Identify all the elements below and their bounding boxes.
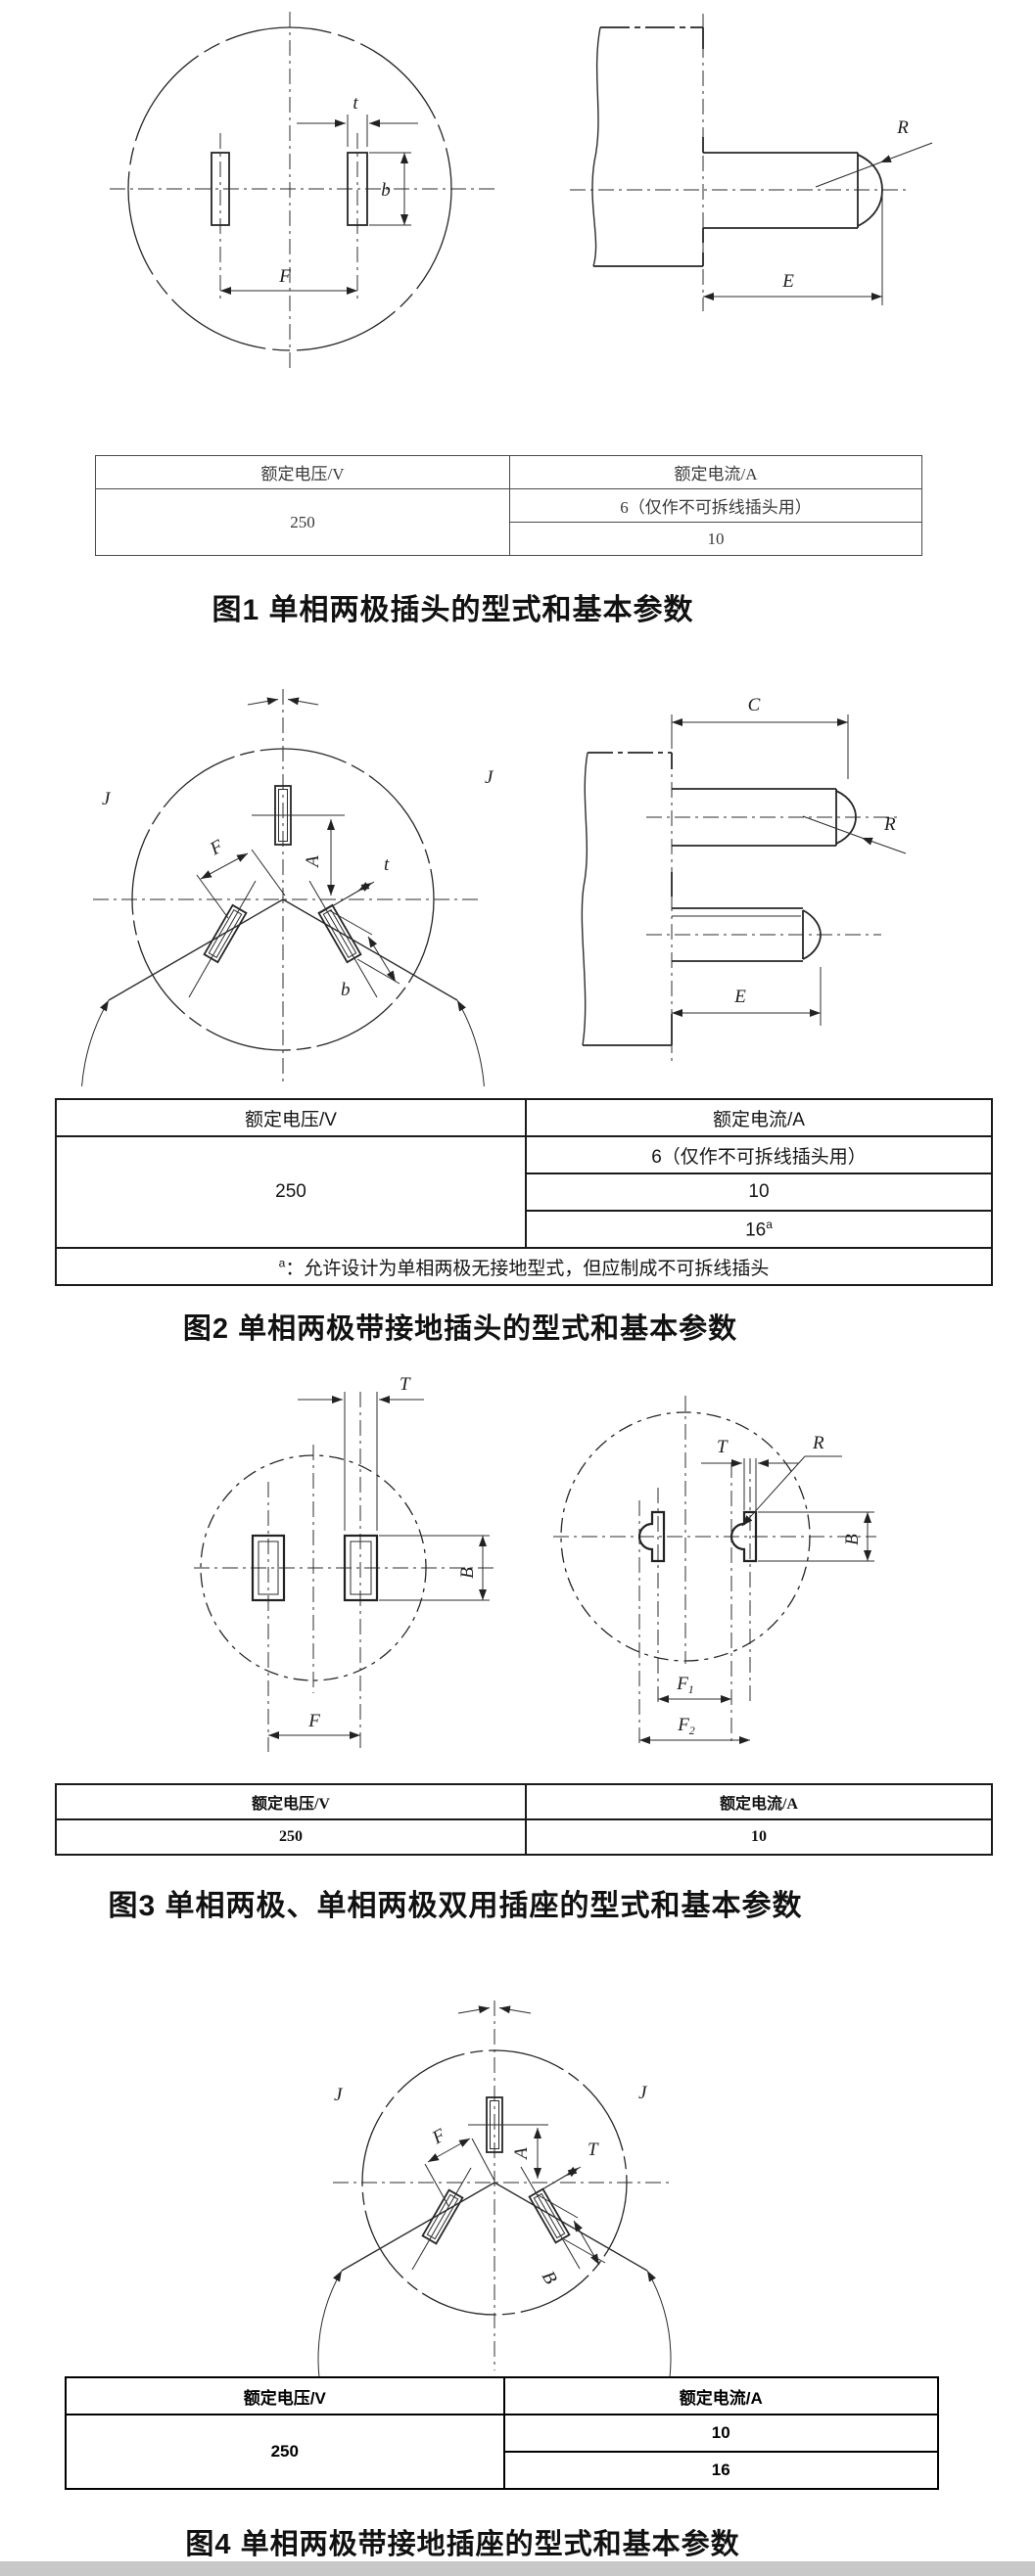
- dim-label-T: T: [400, 1374, 411, 1395]
- dim-label-E: E: [733, 987, 746, 1007]
- col-header-voltage: 额定电压/V: [65, 2376, 505, 2415]
- dim-label-J: J: [334, 2085, 344, 2105]
- current-value: 10: [509, 522, 922, 556]
- dim-label-F1: F1: [676, 1674, 694, 1696]
- dim-label-F: F: [278, 266, 291, 287]
- dim-label-R: R: [812, 1433, 824, 1453]
- figure1-drawing: t b F R E: [110, 12, 933, 372]
- dim-label-T: T: [717, 1437, 729, 1457]
- voltage-value: 250: [95, 488, 510, 556]
- dim-label-J: J: [485, 767, 494, 788]
- figure2-table: 额定电压/V 额定电流/A 250 6（仅作不可拆线插头用） 10 16a a：…: [55, 1098, 993, 1286]
- current-value: 10: [502, 2414, 939, 2453]
- dim-label-J: J: [102, 789, 112, 809]
- fig1-side-view: R E: [570, 14, 933, 311]
- dim-label-R: R: [896, 117, 909, 138]
- current-value: 6（仅作不可拆线插头用）: [525, 1135, 993, 1174]
- dim-label-A: A: [511, 2147, 532, 2161]
- fig2-side-view: C R E: [581, 695, 907, 1063]
- fig4-front-view: J J A F: [317, 2001, 672, 2376]
- fig3-left-view: T B F: [194, 1374, 497, 1752]
- figure3-drawing: T B F T R: [194, 1374, 876, 1752]
- dim-label-C: C: [748, 695, 761, 715]
- dim-label-A: A: [303, 855, 323, 869]
- dim-label-B: B: [538, 2268, 561, 2288]
- voltage-value: 250: [55, 1818, 527, 1856]
- col-header-current: 额定电流/A: [525, 1098, 993, 1137]
- col-header-voltage: 额定电压/V: [55, 1783, 527, 1820]
- fig2-front-view: J J A F: [81, 689, 494, 1086]
- dim-label-b: b: [381, 180, 391, 201]
- dim-label-F2: F2: [677, 1715, 695, 1737]
- col-header-voltage: 额定电压/V: [95, 455, 510, 489]
- dim-label-R: R: [883, 814, 896, 835]
- col-header-current: 额定电流/A: [502, 2376, 939, 2415]
- current-value: 16: [502, 2451, 939, 2490]
- dim-label-J: J: [638, 2083, 648, 2103]
- dim-label-B: B: [842, 1534, 863, 1545]
- col-header-voltage: 额定电压/V: [55, 1098, 527, 1137]
- dim-label-E: E: [781, 271, 794, 292]
- dim-label-t: t: [353, 93, 358, 114]
- current-value: 10: [525, 1173, 993, 1212]
- table-footnote: a：允许设计为单相两极无接地型式，但应制成不可拆线插头: [55, 1247, 993, 1286]
- figure4-drawing: J J A F: [317, 2001, 672, 2376]
- dim-label-F: F: [307, 1711, 320, 1731]
- current-value: 6（仅作不可拆线插头用）: [509, 488, 922, 523]
- voltage-value: 250: [55, 1135, 527, 1249]
- voltage-value: 250: [65, 2414, 505, 2490]
- dim-label-T: T: [588, 2139, 599, 2160]
- dim-label-F: F: [428, 2125, 449, 2149]
- figure1-caption: 图1 单相两极插头的型式和基本参数: [212, 594, 694, 626]
- dim-label-t: t: [384, 854, 390, 875]
- col-header-current: 额定电流/A: [509, 455, 922, 489]
- figure4-table: 额定电压/V 额定电流/A 250 10 16: [65, 2376, 939, 2490]
- dim-label-F: F: [206, 836, 227, 860]
- figure4-caption: 图4 单相两极带接地插座的型式和基本参数: [185, 2529, 740, 2560]
- fig3-right-view: T R B F1 F2: [553, 1396, 876, 1746]
- page-bottom-bar: [0, 2561, 1035, 2576]
- dim-label-B: B: [457, 1567, 478, 1579]
- current-value: 16a: [525, 1210, 993, 1249]
- figure1-table: 额定电压/V 额定电流/A 250 6（仅作不可拆线插头用） 10: [95, 455, 922, 556]
- figure3-caption: 图3 单相两极、单相两极双用插座的型式和基本参数: [108, 1890, 803, 1922]
- col-header-current: 额定电流/A: [525, 1783, 993, 1820]
- figure2-drawing: J J A F: [81, 689, 907, 1086]
- current-value: 10: [525, 1818, 993, 1856]
- figure2-caption: 图2 单相两极带接地插头的型式和基本参数: [182, 1313, 738, 1345]
- fig1-front-view: t b F: [110, 12, 494, 372]
- figure3-table: 额定电压/V 额定电流/A 250 10: [55, 1783, 993, 1856]
- dim-label-b: b: [341, 980, 351, 1000]
